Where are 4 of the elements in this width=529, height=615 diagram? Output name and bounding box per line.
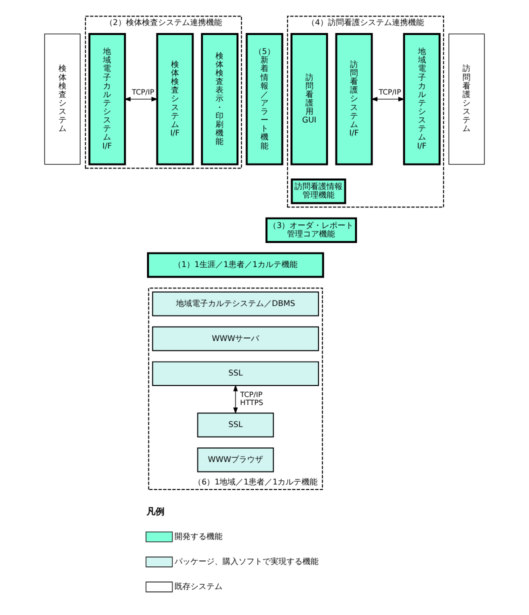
arrow xyxy=(370,96,405,102)
arrow xyxy=(124,96,158,102)
label: 凡例 xyxy=(146,506,165,518)
arrow xyxy=(233,384,238,414)
